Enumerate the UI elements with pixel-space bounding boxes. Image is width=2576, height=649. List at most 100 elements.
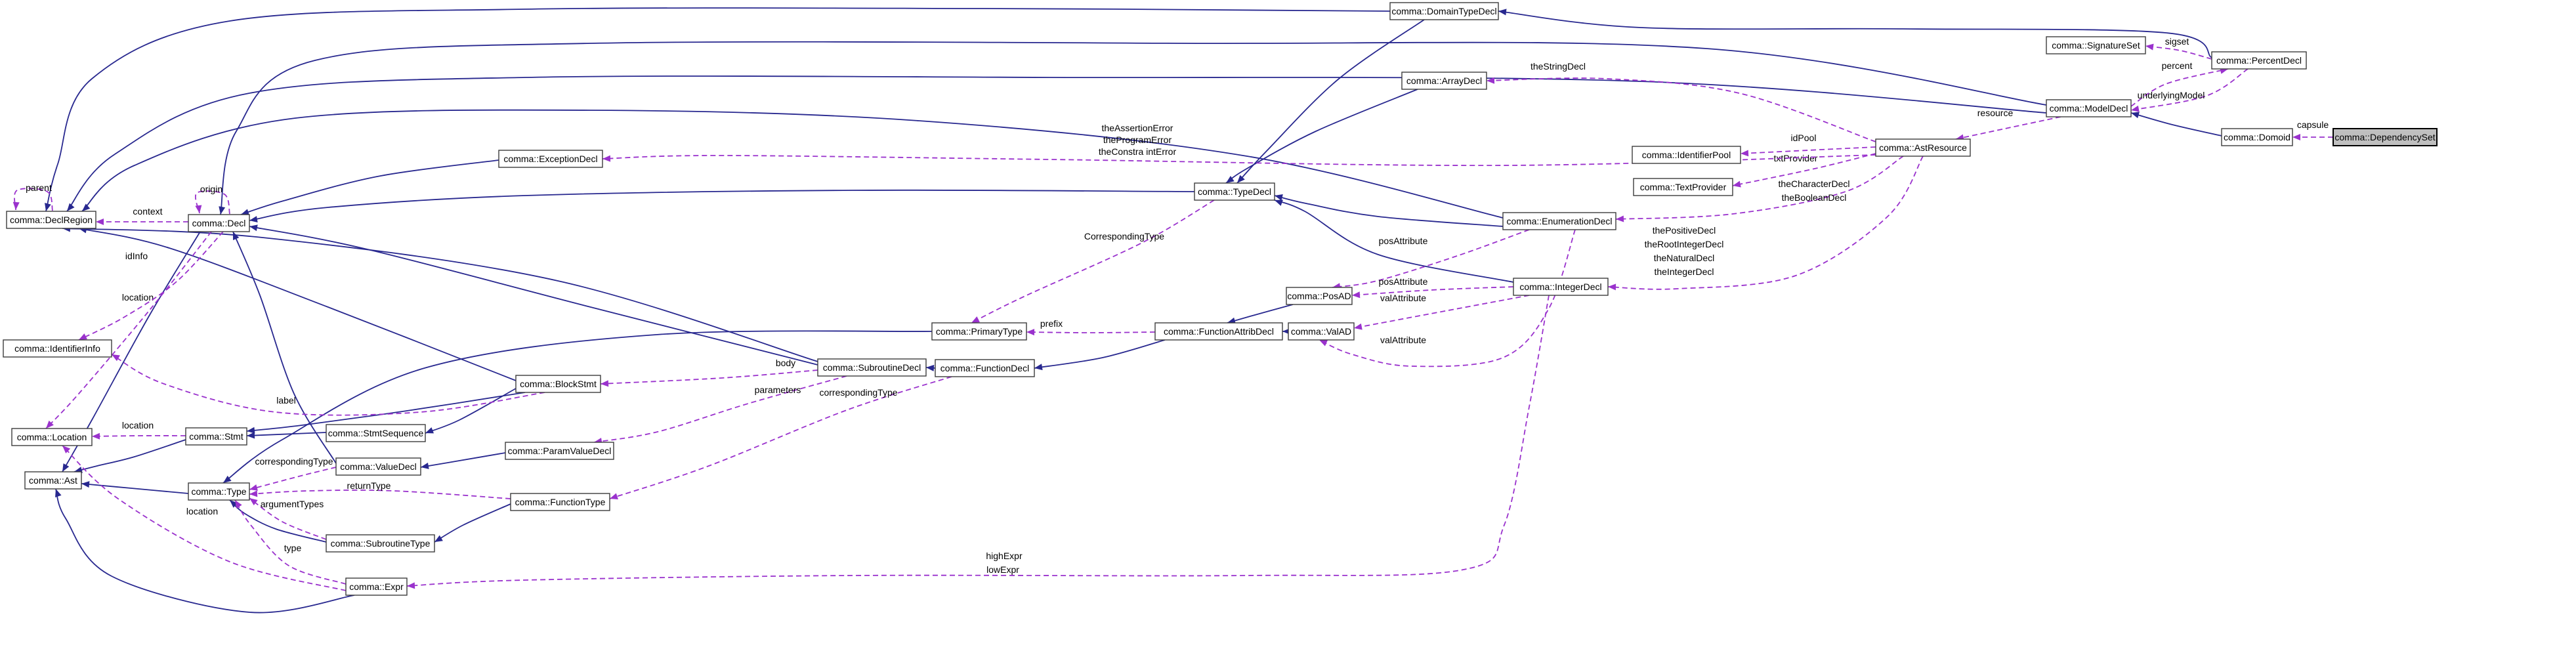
node-box-textprovider — [1633, 178, 1733, 196]
node-box-location — [11, 428, 93, 446]
node-functionattribdecl[interactable]: comma::FunctionAttribDecl — [1154, 322, 1283, 341]
node-blockstmt[interactable]: comma::BlockStmt — [515, 375, 601, 393]
edge-usage-enumerationdecl-posad — [1332, 229, 1530, 290]
edge-usage-subroutinetype-type — [249, 497, 327, 540]
node-typedecl[interactable]: comma::TypeDecl — [1194, 182, 1275, 201]
edge-label-e39-1: theBooleanDecl — [1782, 192, 1847, 203]
node-percentdecl[interactable]: comma::PercentDecl — [2211, 51, 2307, 70]
node-label-domaintypedecl: comma::DomainTypeDecl — [1391, 6, 1496, 16]
edge-inheritance-arraydecl-typedecl — [1225, 89, 1418, 184]
edge-usage-integerdecl-expr — [406, 295, 1550, 589]
node-box-signatureset — [2046, 36, 2146, 54]
node-box-integerdecl — [1513, 278, 1609, 296]
edge-inheritance-expr-ast — [55, 488, 355, 614]
node-valuedecl[interactable]: comma::ValueDecl — [335, 457, 421, 476]
node-textprovider[interactable]: comma::TextProvider — [1633, 178, 1733, 196]
node-posad[interactable]: comma::PosAD — [1286, 287, 1353, 305]
node-expr[interactable]: comma::Expr — [345, 577, 408, 596]
edge-label-e60-0: label — [276, 395, 296, 406]
edge-usage-blockstmt-identifierinfo — [111, 354, 545, 416]
node-label-astresource: comma::AstResource — [1879, 142, 1967, 153]
edge-label-e34-0: percent — [2162, 60, 2193, 71]
node-domoid[interactable]: comma::Domoid — [2221, 128, 2293, 146]
node-box-posad — [1286, 287, 1353, 305]
node-type[interactable]: comma::Type — [188, 482, 250, 501]
node-arraydecl[interactable]: comma::ArrayDecl — [1401, 72, 1487, 90]
node-location[interactable]: comma::Location — [11, 428, 93, 446]
edge-label-e54-0: argumentTypes — [261, 499, 324, 509]
edge-label-e40-1: theRootIntegerDecl — [1645, 239, 1724, 249]
node-label-integerdecl: comma::IntegerDecl — [1519, 282, 1601, 292]
node-decl[interactable]: comma::Decl — [188, 214, 250, 232]
node-domaintypedecl[interactable]: comma::DomainTypeDecl — [1389, 2, 1499, 20]
node-label-valuedecl: comma::ValueDecl — [340, 461, 416, 472]
node-identifierinfo[interactable]: comma::IdentifierInfo — [3, 339, 112, 358]
node-label-primarytype: comma::PrimaryType — [936, 326, 1023, 337]
node-valad[interactable]: comma::ValAD — [1288, 322, 1355, 341]
node-box-modeldecl — [2046, 99, 2132, 117]
edge-usage-integerdecl-posad — [1351, 286, 1514, 299]
node-subroutinedecl[interactable]: comma::SubroutineDecl — [817, 358, 927, 377]
edge-inheritance-typedecl-decl — [249, 189, 1195, 222]
node-modeldecl[interactable]: comma::ModelDecl — [2046, 99, 2132, 117]
node-label-textprovider: comma::TextProvider — [1640, 182, 1727, 192]
node-box-exceptiondecl — [498, 150, 603, 168]
edge-label-e36-0: resource — [1977, 108, 2014, 118]
node-stmtsequence[interactable]: comma::StmtSequence — [326, 424, 426, 442]
node-signatureset[interactable]: comma::SignatureSet — [2046, 36, 2146, 54]
edge-inheritance-blockstmt-stmt — [246, 392, 526, 434]
node-box-arraydecl — [1401, 72, 1487, 90]
edge-inheritance-domaintypedecl-typedecl — [1236, 19, 1425, 184]
node-identifierpool[interactable]: comma::IdentifierPool — [1632, 146, 1741, 164]
node-box-domoid — [2221, 128, 2293, 146]
node-subroutinetype[interactable]: comma::SubroutineType — [326, 534, 435, 553]
node-astresource[interactable]: comma::AstResource — [1875, 138, 1971, 157]
edge-label-e40-3: theIntegerDecl — [1654, 266, 1714, 277]
edge-label-e46-0: posAttribute — [1379, 276, 1428, 287]
edge-usage-astresource-integerdecl — [1607, 156, 1924, 291]
node-label-functionattribdecl: comma::FunctionAttribDecl — [1164, 326, 1274, 337]
node-box-declregion — [6, 211, 96, 229]
edge-label-e62-0: parent — [26, 182, 52, 193]
edge-inheritance-type-ast — [81, 481, 189, 494]
node-declregion[interactable]: comma::DeclRegion — [6, 211, 96, 229]
edge-usage-functiondecl-functiontype — [609, 376, 952, 499]
edge-usage-declregion-declregion — [12, 188, 53, 211]
node-box-valad — [1288, 322, 1355, 341]
edge-label-e35-0: underlyingModel — [2138, 90, 2205, 100]
node-box-typedecl — [1194, 182, 1275, 201]
edge-label-e47-0: valAttribute — [1380, 293, 1426, 303]
node-box-percentdecl — [2211, 51, 2307, 70]
node-box-paramvaluedecl — [505, 442, 614, 460]
node-functiondecl[interactable]: comma::FunctionDecl — [935, 359, 1035, 377]
edge-inheritance-functiondecl-subroutinedecl — [925, 364, 936, 371]
node-functiontype[interactable]: comma::FunctionType — [510, 493, 610, 511]
node-label-enumerationdecl: comma::EnumerationDecl — [1506, 216, 1612, 226]
edge-usage-decl-decl — [194, 190, 230, 215]
edge-inheritance-paramvaluedecl-valuedecl — [420, 452, 506, 469]
node-enumerationdecl[interactable]: comma::EnumerationDecl — [1502, 212, 1616, 230]
node-exceptiondecl[interactable]: comma::ExceptionDecl — [498, 150, 603, 168]
node-box-expr — [345, 577, 408, 596]
edge-label-e48-0: valAttribute — [1380, 335, 1426, 345]
node-dependencyset[interactable]: comma::DependencySet — [2333, 128, 2438, 146]
edge-inheritance-exceptiondecl-decl — [240, 159, 499, 216]
node-stmt[interactable]: comma::Stmt — [185, 427, 247, 446]
edge-usage-percentdecl-modeldecl — [2130, 68, 2249, 112]
node-paramvaluedecl[interactable]: comma::ParamValueDecl — [505, 442, 614, 460]
edge-usage-astresource-textprovider — [1732, 153, 1876, 188]
node-box-decl — [188, 214, 250, 232]
edge-label-e61-0: context — [133, 206, 162, 217]
edge-label-e53-0: returnType — [347, 480, 391, 491]
node-label-arraydecl: comma::ArrayDecl — [1406, 75, 1482, 86]
node-ast[interactable]: comma::Ast — [24, 471, 82, 490]
edges-layer: capsulesigsetpercentunderlyingModelresou… — [12, 7, 2333, 614]
node-primarytype[interactable]: comma::PrimaryType — [931, 322, 1027, 341]
edge-inheritance-stmtsequence-stmt — [246, 432, 327, 439]
node-box-stmtsequence — [326, 424, 426, 442]
edge-usage-modeldecl-astresource — [1955, 116, 2061, 141]
edge-label-e49-0: body — [776, 358, 795, 368]
node-box-ast — [24, 471, 82, 490]
node-integerdecl[interactable]: comma::IntegerDecl — [1513, 278, 1609, 296]
